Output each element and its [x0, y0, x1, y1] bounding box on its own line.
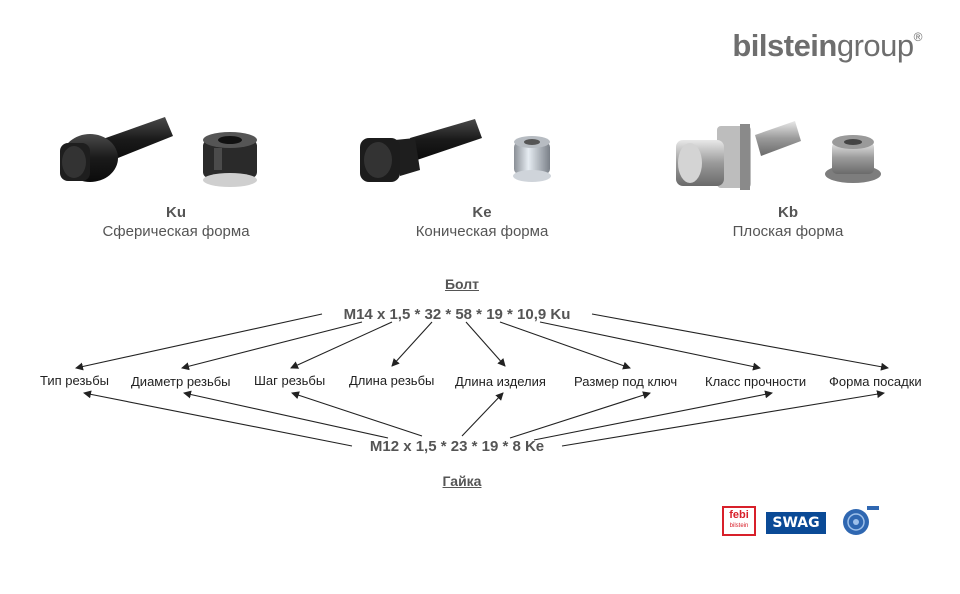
bolt-arrow-thread-type [75, 313, 323, 371]
bolt-arrow-wrench-size [499, 321, 631, 370]
ke-nut-image [513, 136, 551, 182]
bolt-formula: M14 x 1,5 * 32 * 58 * 19 * 10,9 Ku [343, 306, 571, 323]
kb-bolt-image [676, 121, 801, 190]
param-product-length: Длина изделия [455, 374, 546, 389]
param-thread-length: Длина резьбы [349, 373, 435, 388]
param-thread-type: Тип резьбы [40, 373, 109, 388]
nut-arrow-thread-diameter [183, 390, 389, 439]
param-thread-pitch: Шаг резьбы [254, 373, 326, 388]
febi-logo: febi bilstein [722, 506, 756, 536]
nut-arrow-thread-type [83, 390, 353, 447]
nut-title: Гайка [442, 473, 482, 489]
param-seat-shape: Форма посадки [829, 374, 922, 389]
nut-arrow-wrench-size [509, 391, 651, 439]
param-thread-diameter: Диаметр резьбы [131, 374, 231, 389]
type-desc-ku: Сферическая форма [102, 223, 250, 240]
type-desc-kb: Плоская форма [732, 223, 844, 240]
bolt-arrow-seat-shape [591, 313, 889, 371]
nut-arrow-product-length [461, 392, 504, 437]
ke-bolt-image [360, 119, 482, 182]
bolt-arrow-thread-length [391, 321, 433, 367]
nut-arrow-seat-shape [561, 390, 885, 447]
bolt-arrow-thread-diameter [181, 321, 363, 371]
ku-nut-image [203, 132, 257, 187]
nut-arrow-strength-class [533, 390, 773, 441]
swag-logo: SWAG [766, 512, 826, 534]
param-strength-class: Класс прочности [705, 374, 807, 389]
blueprint-logo [843, 506, 879, 535]
type-code-kb: Kb [778, 204, 798, 221]
type-code-ku: Ku [166, 204, 186, 221]
param-wrench-size: Размер под ключ [574, 374, 678, 389]
bolt-arrow-product-length [465, 321, 506, 367]
type-code-ke: Ke [472, 204, 492, 221]
bolt-title: Болт [444, 276, 479, 292]
bolt-arrow-thread-pitch [290, 321, 393, 369]
nut-arrow-thread-pitch [291, 391, 423, 437]
bilsteingroup-logo: bilsteingroup® [732, 28, 922, 63]
type-desc-ke: Коническая форма [415, 223, 549, 240]
bolt-arrow-strength-class [539, 321, 761, 371]
kb-nut-image [825, 135, 881, 183]
ku-bolt-image [60, 117, 173, 182]
nut-formula: M12 x 1,5 * 23 * 19 * 8 Ke [369, 438, 545, 455]
